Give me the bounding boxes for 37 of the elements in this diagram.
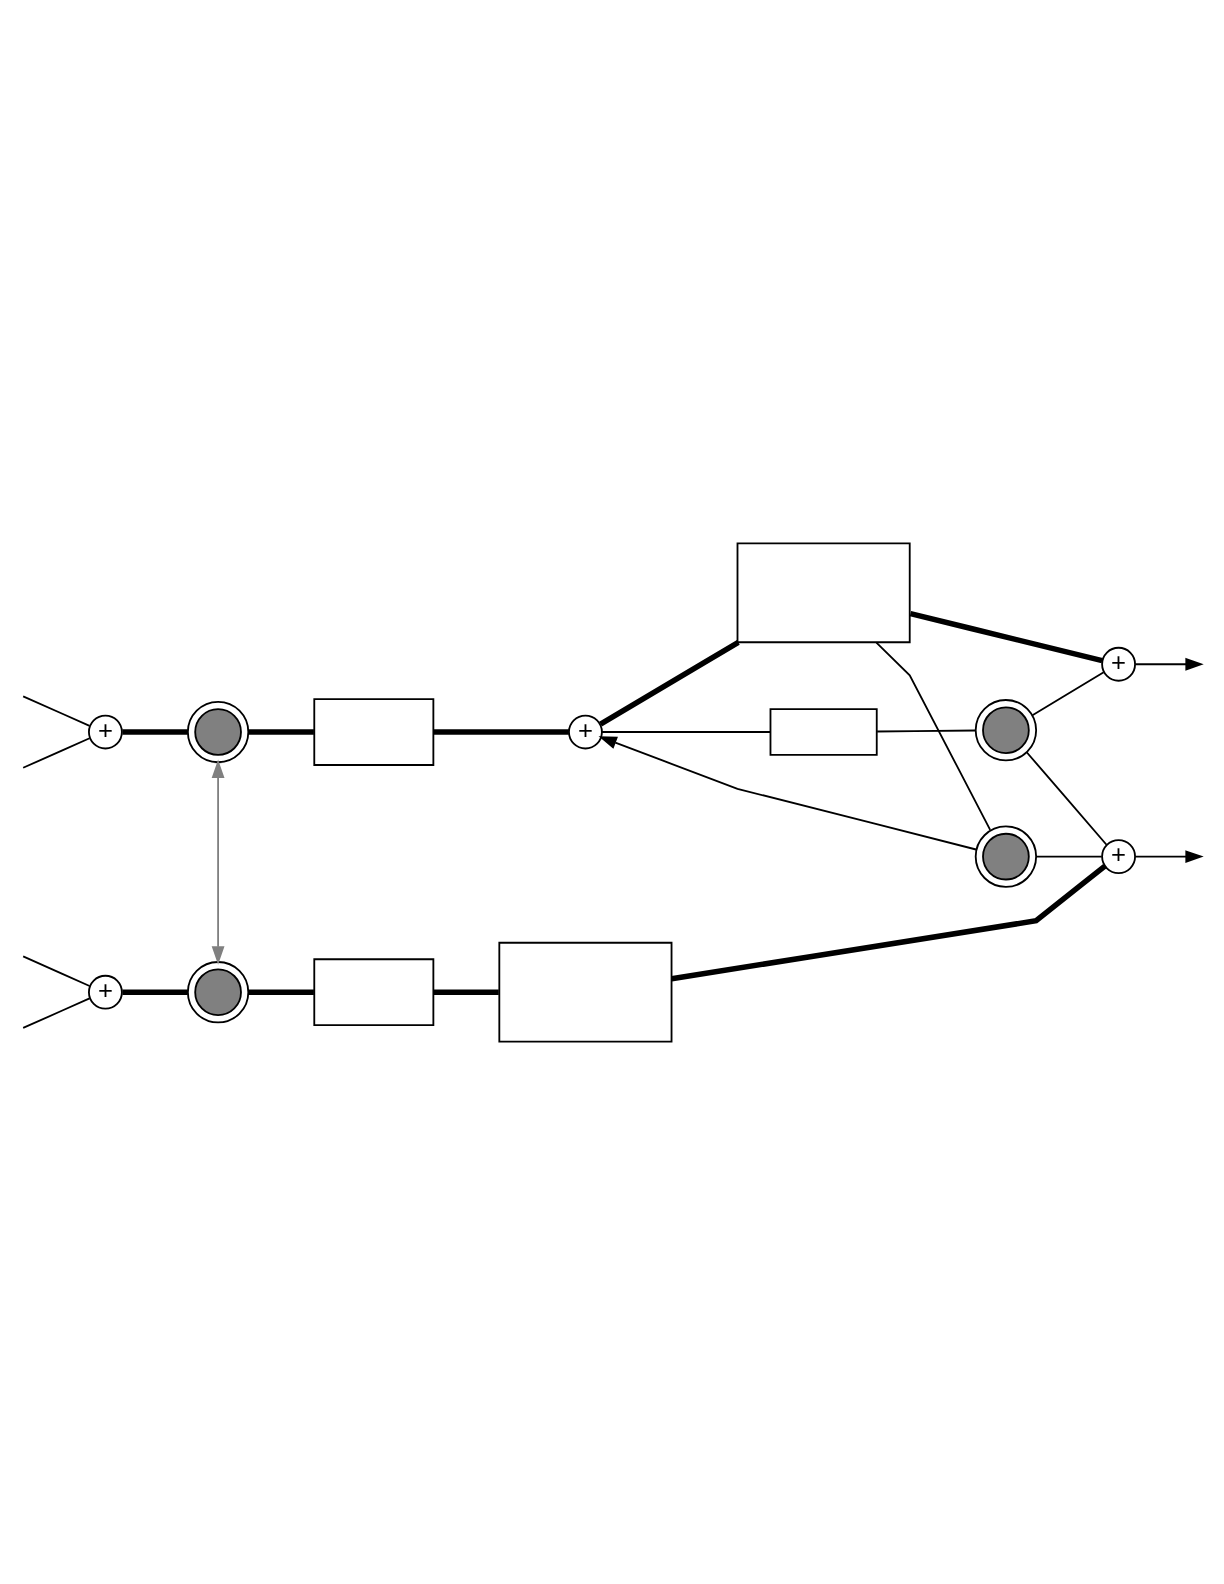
node-circle	[974, 698, 1038, 761]
connector	[599, 639, 740, 727]
connector	[1031, 670, 1105, 716]
node-circle	[186, 700, 250, 763]
node-circle	[974, 824, 1038, 888]
connector	[876, 729, 977, 732]
node-circle: +	[88, 714, 123, 749]
node-box	[769, 707, 878, 756]
connector	[433, 728, 569, 735]
connector	[22, 997, 91, 1029]
connector	[122, 728, 188, 735]
arrow	[211, 759, 225, 965]
connector	[248, 988, 314, 995]
node-circle	[186, 960, 250, 1023]
node-box	[498, 941, 673, 1043]
node-circle: +	[88, 974, 123, 1010]
connector	[22, 955, 91, 987]
arrow	[1134, 657, 1204, 671]
node-circle: +	[568, 714, 603, 749]
node-box	[313, 697, 435, 766]
arrow	[1134, 849, 1204, 863]
connector	[122, 988, 188, 995]
node-box	[736, 541, 911, 643]
connector	[22, 694, 91, 727]
node-box	[313, 957, 435, 1026]
connector	[671, 863, 1107, 981]
connector	[1035, 855, 1103, 858]
node-circle: +	[1101, 838, 1136, 874]
connector	[433, 988, 499, 995]
arrow	[598, 735, 977, 850]
connector	[909, 610, 1103, 663]
connector	[248, 728, 314, 735]
connector	[1025, 750, 1108, 846]
connector	[875, 641, 992, 831]
connector	[22, 736, 91, 769]
connector	[601, 730, 772, 733]
node-circle: +	[1101, 646, 1136, 682]
